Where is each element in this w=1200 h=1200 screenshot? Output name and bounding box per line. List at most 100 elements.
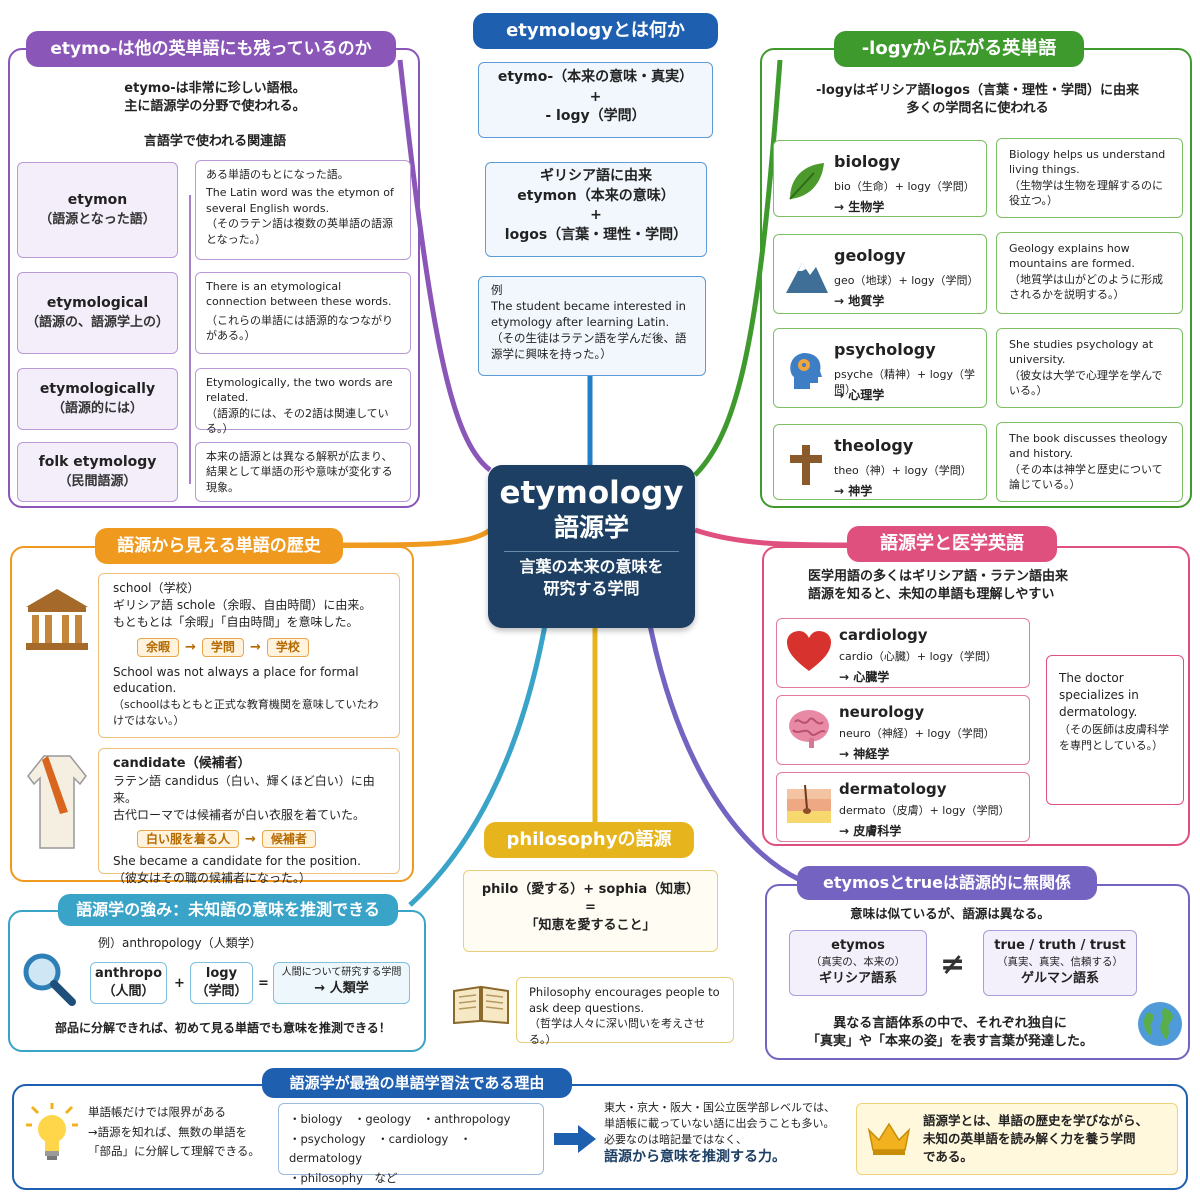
bottom-conclusion: 語源学とは、単語の歴史を学びながら、 未知の英単語を読み解く力を養う学問 である… [923, 1113, 1149, 1165]
cross-icon [790, 445, 822, 485]
truth-right-box: true / truth / trust （真実、真実、信頼する） ゲルマン語系 [983, 930, 1137, 996]
etymo-word-etymon: etymon （語源となった語） [17, 162, 178, 258]
logy-formula: psyche（精神）+ logy（学問） [834, 368, 976, 397]
medical-word-neurology: neurology neuro（神経）+ logy（学問） → 神経学 [776, 695, 1030, 765]
logy-example-psychology: She studies psychology at university. （彼… [996, 328, 1183, 408]
logy-word-label: theology [834, 436, 914, 455]
truth-right-origin: ゲルマン語系 [1020, 970, 1099, 986]
strength-part2: logy （学問） [190, 962, 253, 1004]
top-origin-line3: + [590, 207, 602, 224]
philosophy-formula: philo（愛する）+ sophia（知恵） [481, 882, 700, 897]
truth-left-box: etymos （真実の、本来の） ギリシア語系 [789, 930, 927, 996]
philosophy-eq: = [585, 900, 596, 916]
bottom-header: 語源学が最強の単語学習法である理由 [262, 1068, 572, 1098]
top-origin-box: ギリシア語に由来 etymon（本来の意味） + logos（言葉・理性・学問） [485, 162, 707, 257]
temple-icon [26, 589, 88, 650]
logy-meaning: → 生物学 [834, 200, 885, 214]
logy-example-jp: （その本は神学と歴史について論じている。） [1009, 462, 1163, 492]
logy-meaning: → 神学 [834, 484, 873, 498]
etymo-example-jp: （これらの単語には語源的なつながりがある。） [206, 313, 393, 343]
top-example-label: 例 [491, 283, 503, 297]
medical-word-label: dermatology [839, 780, 947, 798]
etymo-example-en: There is an etymological connection betw… [206, 280, 392, 309]
strength-eq: = [258, 976, 269, 991]
mountain-icon [786, 263, 828, 293]
history-candidate-chips: 白い服を着る人→候補者 [137, 829, 385, 849]
head-gears-icon [790, 353, 822, 389]
logy-word-theology: theology theo（神）+ logy（学問） → 神学 [773, 424, 987, 500]
top-formula-line2: + [589, 88, 602, 105]
history-candidate-en: She became a candidate for the position. [113, 853, 361, 868]
logy-example-theology: The book discusses theology and history.… [996, 422, 1183, 502]
logy-formula: geo（地球）+ logy（学問） [834, 274, 979, 287]
philosophy-header: philosophyの語源 [484, 822, 694, 858]
etymo-word-etymologically: etymologically （語源的には） [17, 368, 178, 430]
bottom-words-box: ・biology ・geology ・anthropology ・psychol… [278, 1103, 544, 1185]
truth-right-word: true / truth / trust [994, 938, 1126, 953]
etymo-example-etymologically: Etymologically, the two words are relate… [195, 368, 411, 435]
top-origin-line1: ギリシア語に由来 [540, 168, 652, 184]
truth-header: etymosとtrueは語源的に無関係 [797, 866, 1097, 900]
medical-meaning: → 皮膚科学 [839, 824, 902, 838]
history-candidate-jp: （彼女はその職の候補者になった。） [113, 870, 312, 885]
bottom-tip: 単語帳だけでは限界がある →語源を知れば、無数の単語を 「部品」に分解して理解で… [88, 1105, 260, 1159]
strength-result: → 人類学 [314, 981, 369, 996]
lightbulb-icon [26, 1103, 78, 1160]
history-school-en: School was not always a place for formal… [113, 664, 359, 696]
logy-header: -logyから広がる英単語 [834, 31, 1084, 67]
truth-not-equal: ≠ [940, 947, 966, 982]
history-school-jp: （schoolはもともと正式な教育機関を意味していたわけではない。） [113, 698, 379, 727]
history-school-box: school（学校） ギリシア語 schole（余暇、自由時間）に由来。 もとも… [98, 573, 400, 738]
medical-intro: 医学用語の多くはギリシア語・ラテン語由来 語源を知ると、未知の単語も理解しやすい [808, 569, 1069, 603]
etymo-example-jp: （語源的には、その2語は関連している。） [206, 406, 389, 436]
logy-intro: -logyはギリシア語logos（言葉・理性・学問）に由来 多くの学問名に使われ… [816, 83, 1139, 117]
medical-meaning: → 神経学 [839, 747, 890, 761]
medical-formula: dermato（皮膚）+ logy（学問） [839, 804, 1010, 817]
etymo-word-label: etymologically [39, 381, 156, 398]
etymo-desc: ある単語のもとになった語。 [206, 168, 349, 181]
leaf-icon [789, 163, 824, 200]
top-origin-line2: etymon（本来の意味） [517, 187, 675, 204]
medical-word-dermatology: dermatology dermato（皮膚）+ logy（学問） → 皮膚科学 [776, 772, 1030, 842]
bottom-exam-strong: 語源から意味を推測する力。 [604, 1148, 786, 1165]
etymo-header: etymo-は他の英単語にも残っているのか [26, 31, 396, 67]
etymo-word-jp: （語源的には） [51, 400, 143, 416]
magnifier-icon [23, 953, 76, 1006]
logy-meaning: → 地質学 [834, 294, 885, 308]
etymo-intro: etymo-は非常に珍しい語根。 主に語源学の分野で使われる。 [124, 81, 306, 115]
etymo-example-en: Etymologically, the two words are relate… [206, 376, 393, 405]
logy-word-label: biology [834, 152, 901, 171]
logy-word-biology: biology bio（生命）+ logy（学問） → 生物学 [773, 140, 987, 217]
medical-formula: neuro（神経）+ logy（学問） [839, 727, 995, 740]
logy-formula: theo（神）+ logy（学問） [834, 464, 972, 477]
truth-left-jp: （真実の、本来の） [810, 956, 906, 969]
top-formula-line3: - logy（学問） [545, 108, 646, 125]
toga-icon [27, 755, 87, 849]
philosophy-example-en: Philosophy encourages people to ask deep… [529, 985, 720, 1016]
top-formula-line1: etymo-（本来の意味・真実） [497, 69, 694, 85]
philosophy-meaning: 「知恵を愛すること」 [525, 918, 656, 934]
history-candidate-title: candidate（候補者） [113, 756, 251, 771]
medical-word-cardiology: cardiology cardio（心臓）+ logy（学問） → 心臓学 [776, 618, 1030, 688]
philosophy-example-box: Philosophy encourages people to ask deep… [516, 977, 734, 1046]
truth-right-jp: （真実、真実、信頼する） [997, 956, 1123, 969]
logy-example-en: She studies psychology at university. [1009, 338, 1154, 367]
heart-icon [787, 631, 831, 671]
book-icon [453, 985, 509, 1025]
top-header: etymologyとは何か [473, 13, 718, 49]
logy-example-jp: （彼女は大学で心理学を学んでいる。） [1009, 368, 1163, 398]
chip: 学問 [201, 638, 244, 658]
etymo-word-jp: （語源となった語） [39, 211, 156, 227]
center-subtitle-1: 言葉の本来の意味を [519, 556, 664, 576]
logy-example-jp: （地質学は山がどのように形成されるかを説明する。） [1009, 272, 1163, 302]
history-school-desc: ギリシア語 schole（余暇、自由時間）に由来。 もともとは「余暇」「自由時間… [113, 597, 372, 629]
bottom-exam-block: 東大・京大・阪大・国公立医学部レベルでは、 単語帳に載っていない語に出会うことも… [604, 1100, 849, 1167]
center-title-jp: 語源学 [553, 513, 629, 543]
medical-word-label: cardiology [839, 626, 928, 644]
globe-icon [1138, 1002, 1182, 1046]
logy-example-jp: （生物学は生物を理解するのに役立つ。） [1009, 178, 1163, 208]
top-example-jp: （その生徒はラテン語を学んだ後、語源学に興味を持った。） [491, 331, 687, 362]
etymo-subhead: 言語学で使われる関連語 [143, 134, 287, 149]
history-school-title: school（学校） [113, 581, 200, 595]
